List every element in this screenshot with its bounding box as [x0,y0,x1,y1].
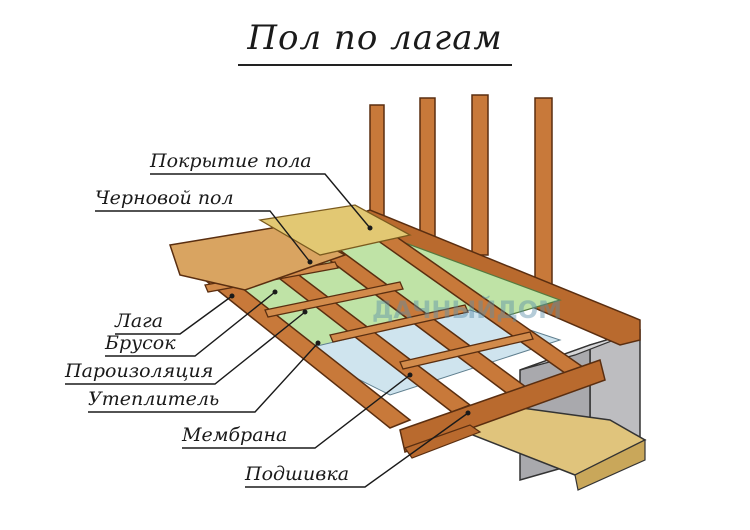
label-floor-covering: Покрытие пола [150,150,312,172]
label-insulation: Утеплитель [88,388,220,410]
label-sheathing: Подшивка [245,463,350,485]
leader-lines [65,173,469,488]
title-underline [238,64,512,66]
label-subfloor: Черновой пол [95,187,234,209]
leader-dots [229,225,471,416]
label-bar: Брусок [105,332,176,354]
wall-studs [369,94,553,289]
floor-covering [258,204,412,256]
label-vapor-barrier: Пароизоляция [65,360,214,382]
watermark: ДАЧНЫЙДОМ [372,295,562,324]
label-joist: Лага [115,310,164,332]
diagram-title: Пол по лагам [247,18,503,58]
label-membrane: Мембрана [182,424,288,446]
